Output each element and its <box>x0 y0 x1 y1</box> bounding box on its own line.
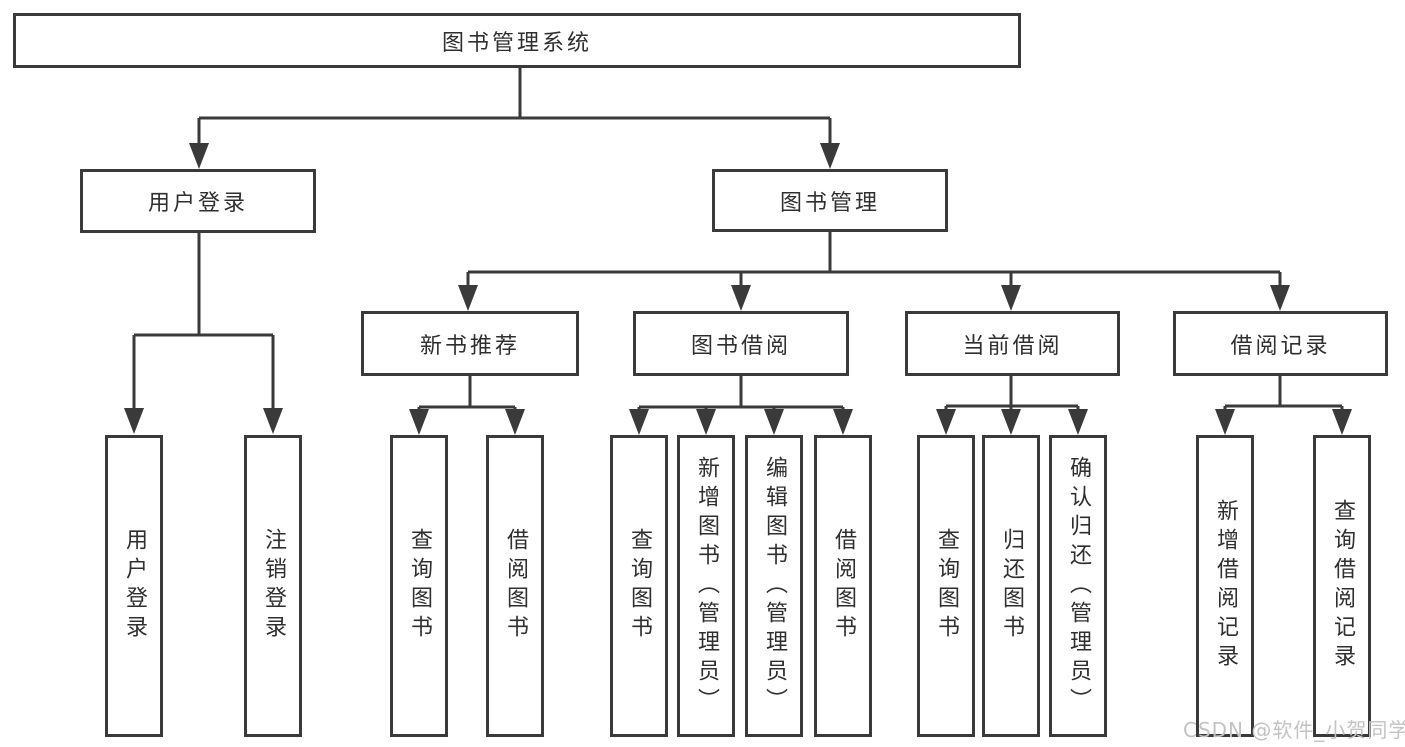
node-label: 查询借阅记录 <box>1330 499 1355 673</box>
node-leaf-return-books: 归还图书 <box>982 435 1040 737</box>
node-leaf-query-books-1: 查询图书 <box>390 435 448 737</box>
node-label: 图书管理系统 <box>441 30 592 56</box>
node-leaf-borrow-books-1: 借阅图书 <box>486 435 544 737</box>
node-label: 借阅记录 <box>1230 333 1331 359</box>
node-label: 新书推荐 <box>419 333 520 359</box>
node-label: 借阅图书 <box>831 528 856 644</box>
node-new-book-recommend: 新书推荐 <box>361 311 579 376</box>
node-current-borrowing: 当前借阅 <box>905 311 1120 376</box>
node-borrowing-records: 借阅记录 <box>1173 311 1388 376</box>
node-label: 查询图书 <box>934 528 959 644</box>
node-label: 查询图书 <box>627 528 652 644</box>
node-library-management-system: 图书管理系统 <box>13 13 1021 68</box>
node-label: 编辑图书（管理员） <box>762 455 787 717</box>
node-user-login: 用户登录 <box>80 169 316 233</box>
node-label: 图书借阅 <box>690 333 791 359</box>
node-leaf-query-borrow-record: 查询借阅记录 <box>1313 435 1371 737</box>
node-leaf-user-login: 用户登录 <box>105 435 163 737</box>
node-leaf-add-books-admin: 新增图书（管理员） <box>677 435 735 737</box>
arrowheads <box>124 143 1352 435</box>
node-leaf-borrow-books-2: 借阅图书 <box>814 435 872 737</box>
node-leaf-query-books-3: 查询图书 <box>917 435 975 737</box>
node-label: 当前借阅 <box>962 333 1063 359</box>
node-label: 新增借阅记录 <box>1213 499 1238 673</box>
csdn-watermark: CSDN @软件_小贺同学 <box>1183 718 1405 742</box>
node-label: 注销登录 <box>261 528 286 644</box>
node-leaf-edit-books-admin: 编辑图书（管理员） <box>745 435 803 737</box>
node-leaf-confirm-return-admin: 确认归还（管理员） <box>1049 435 1107 737</box>
node-label: 新增图书（管理员） <box>694 455 719 717</box>
node-label: 用户登录 <box>122 528 147 644</box>
node-label: 借阅图书 <box>503 528 528 644</box>
node-label: 确认归还（管理员） <box>1066 455 1091 717</box>
node-label: 归还图书 <box>999 528 1024 644</box>
node-leaf-query-books-2: 查询图书 <box>610 435 668 737</box>
node-book-borrowing: 图书借阅 <box>633 311 849 376</box>
node-leaf-add-borrow-record: 新增借阅记录 <box>1196 435 1254 737</box>
node-label: 图书管理 <box>779 190 880 216</box>
node-leaf-logout: 注销登录 <box>244 435 302 737</box>
node-book-management: 图书管理 <box>712 169 948 232</box>
node-label: 查询图书 <box>407 528 432 644</box>
node-label: 用户登录 <box>147 191 248 216</box>
